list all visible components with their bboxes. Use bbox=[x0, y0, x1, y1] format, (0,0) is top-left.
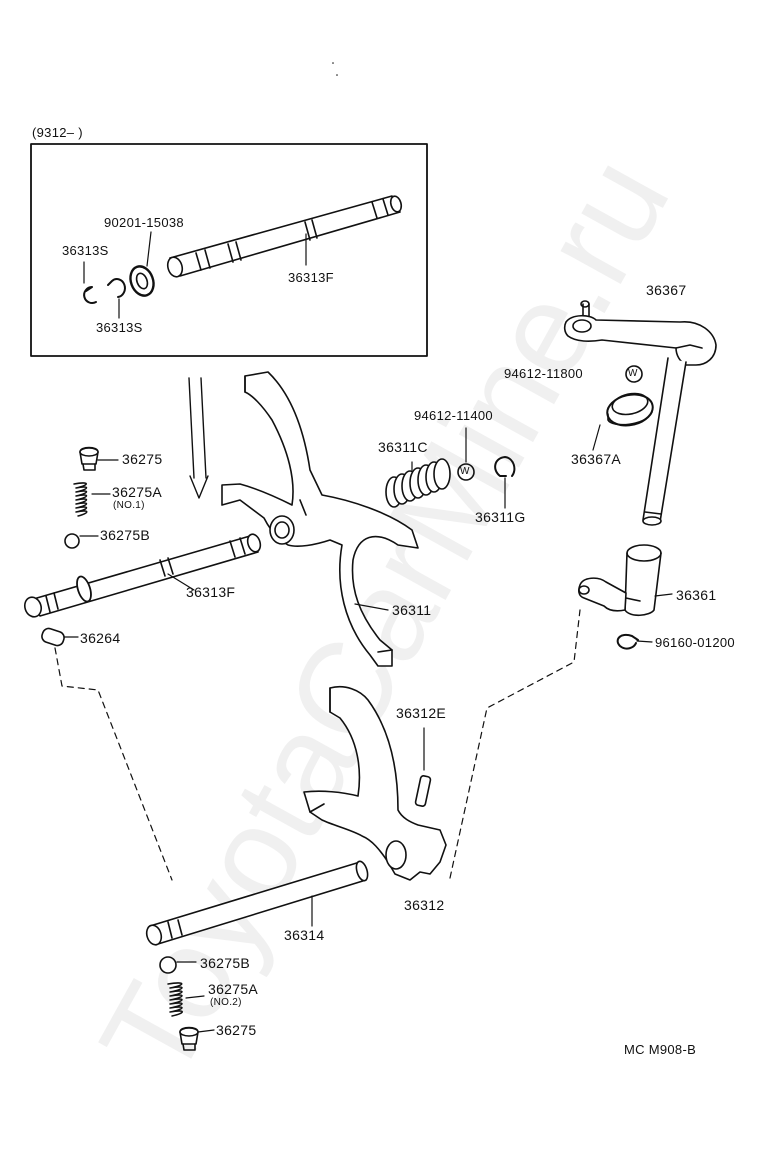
label-36264: 36264 bbox=[80, 630, 121, 646]
shaft-36314 bbox=[145, 860, 369, 946]
label-94612-11400: 94612-11400 bbox=[414, 408, 493, 423]
inset-shaft-36313f bbox=[166, 195, 403, 278]
label-36275-bottom: 36275 bbox=[216, 1022, 257, 1038]
inner-lever-36361 bbox=[578, 544, 662, 617]
label-36313f-inset: 36313F bbox=[288, 270, 334, 285]
label-96160-01200: 96160-01200 bbox=[655, 635, 735, 650]
label-36312e: 36312E bbox=[396, 705, 447, 721]
label-36275b-top: 36275B bbox=[100, 527, 151, 543]
label-36311c: 36311C bbox=[378, 439, 428, 455]
shift-fork-36311 bbox=[221, 371, 419, 667]
washer-mark-94612-11800: W bbox=[628, 368, 638, 379]
label-no1: (NO.1) bbox=[113, 500, 145, 511]
label-36275a-bottom: 36275A bbox=[208, 981, 259, 997]
pin-36312e bbox=[414, 775, 432, 807]
snap-ring-36313s-b bbox=[107, 278, 126, 298]
label-36275-top: 36275 bbox=[122, 451, 163, 467]
pin-36264 bbox=[41, 627, 65, 647]
spring-36275a-top bbox=[73, 482, 88, 517]
lever-36367 bbox=[563, 300, 717, 526]
spring-36275a-bottom bbox=[167, 982, 183, 1017]
washer-94612-11400 bbox=[457, 463, 475, 481]
shaft-36313f bbox=[23, 533, 262, 618]
clip-36311g bbox=[494, 456, 516, 477]
ball-36275b-top bbox=[64, 533, 80, 549]
label-36275a-top: 36275A bbox=[112, 484, 163, 500]
label-36367: 36367 bbox=[646, 282, 687, 298]
label-36313s-b: 36313S bbox=[96, 320, 143, 335]
label-36311g: 36311G bbox=[475, 509, 526, 525]
washer-94612-11800 bbox=[625, 365, 643, 383]
label-no2: (NO.2) bbox=[210, 997, 242, 1008]
footer-code: MC M908-B bbox=[624, 1042, 697, 1057]
label-36314: 36314 bbox=[284, 927, 325, 943]
dashed-guides bbox=[54, 609, 581, 881]
plug-36275-top bbox=[79, 446, 99, 471]
spring-36311c bbox=[385, 458, 451, 508]
label-36367a: 36367A bbox=[571, 451, 622, 467]
date-range-label: (9312– ) bbox=[32, 125, 83, 140]
label-36361: 36361 bbox=[676, 587, 717, 603]
label-36312: 36312 bbox=[404, 897, 445, 913]
label-90201-15038: 90201-15038 bbox=[104, 215, 184, 230]
label-36313s-a: 36313S bbox=[62, 243, 109, 258]
seal-36367a bbox=[606, 392, 654, 427]
label-36275b-bottom: 36275B bbox=[200, 955, 251, 971]
shift-fork-36312 bbox=[303, 685, 447, 881]
label-94612-11800: 94612-11800 bbox=[504, 366, 583, 381]
inset-frame bbox=[30, 143, 428, 357]
label-36311: 36311 bbox=[392, 602, 432, 618]
snap-ring-36313s-a bbox=[83, 286, 97, 304]
label-36313f-main: 36313F bbox=[186, 584, 236, 600]
clip-96160-01200 bbox=[616, 634, 639, 650]
plug-36275-bottom bbox=[179, 1026, 199, 1051]
ball-36275b-bottom bbox=[159, 956, 177, 974]
washer-90201-15038 bbox=[129, 265, 155, 297]
washer-mark-94612-11400: W bbox=[460, 466, 470, 477]
